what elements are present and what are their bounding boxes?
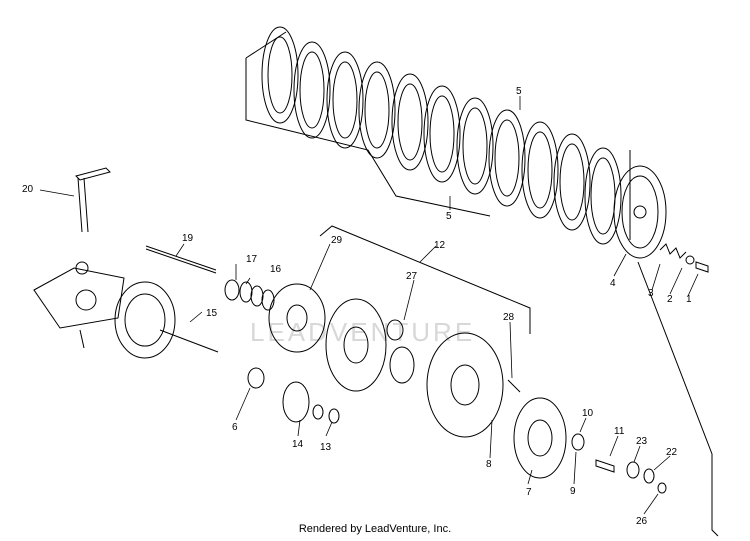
callout-28: 28 bbox=[503, 312, 515, 323]
callout-2: 2 bbox=[667, 294, 673, 305]
bolt bbox=[507, 379, 521, 393]
group-bracket bbox=[319, 225, 531, 334]
clutch-hub bbox=[513, 397, 567, 479]
release-shaft bbox=[75, 167, 111, 233]
assembly-line bbox=[637, 261, 719, 537]
callout-6: 6 bbox=[232, 422, 238, 433]
friction-disc bbox=[268, 283, 326, 353]
bushing-6 bbox=[247, 367, 265, 389]
callout-1: 1 bbox=[686, 294, 692, 305]
callout-16: 16 bbox=[270, 264, 282, 275]
spring-and-bolt bbox=[659, 243, 709, 273]
callout-8: 8 bbox=[486, 459, 492, 470]
washer bbox=[571, 433, 585, 451]
callout-4: 4 bbox=[610, 278, 616, 289]
callout-22: 22 bbox=[666, 447, 678, 458]
nut bbox=[657, 482, 667, 494]
clutch-cover bbox=[114, 281, 219, 359]
callout-26: 26 bbox=[636, 516, 648, 527]
callout-11: 11 bbox=[614, 426, 625, 437]
clutch-plate-stack bbox=[261, 26, 622, 245]
washer-22 bbox=[643, 468, 655, 484]
callout-12: 12 bbox=[434, 240, 446, 251]
hub-bolt bbox=[595, 459, 615, 473]
callout-9: 9 bbox=[570, 486, 576, 497]
callout-13: 13 bbox=[320, 442, 332, 453]
callout-19: 19 bbox=[182, 233, 194, 244]
rendered-by-footer: Rendered by LeadVenture, Inc. bbox=[298, 523, 452, 535]
callout-20: 20 bbox=[22, 184, 34, 195]
callout-17: 17 bbox=[246, 254, 258, 265]
callout-15: 15 bbox=[206, 308, 218, 319]
clutch-basket bbox=[426, 332, 504, 438]
pushrod bbox=[145, 245, 217, 271]
callout-5-top: 5 bbox=[516, 86, 522, 97]
callout-3: 3 bbox=[648, 288, 654, 299]
bearing-set bbox=[224, 279, 275, 311]
small-gear bbox=[389, 346, 415, 384]
callout-14: 14 bbox=[292, 439, 304, 450]
callout-23: 23 bbox=[636, 436, 648, 447]
callout-5-bottom: 5 bbox=[446, 211, 452, 222]
drive-gear bbox=[282, 381, 310, 423]
callout-10: 10 bbox=[582, 408, 594, 419]
callout-7: 7 bbox=[526, 487, 532, 498]
pressure-plate bbox=[613, 165, 667, 259]
lever-bracket bbox=[33, 261, 125, 349]
plates-bracket-line bbox=[245, 58, 491, 217]
callout-27: 27 bbox=[406, 271, 418, 282]
primary-gear bbox=[325, 298, 387, 392]
callout-29: 29 bbox=[331, 235, 343, 246]
lock-washer bbox=[626, 461, 640, 479]
bushing bbox=[386, 319, 404, 341]
